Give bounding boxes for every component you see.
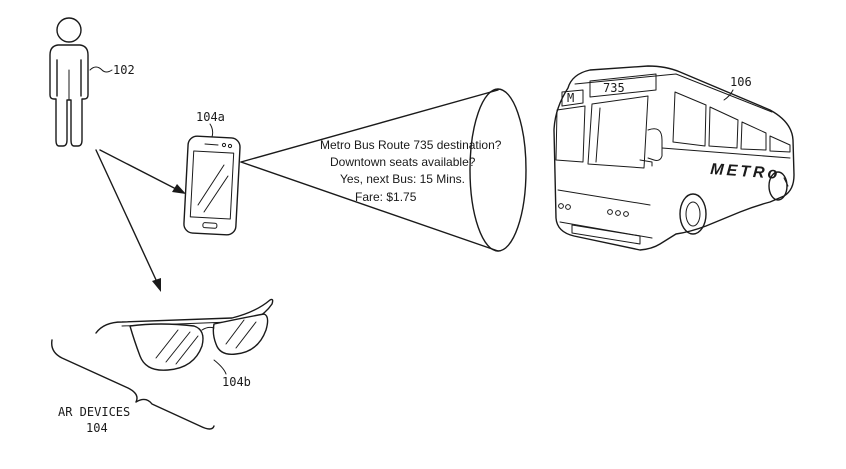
ar-devices-number: 104 <box>86 421 108 435</box>
ar-devices-bracket: AR DEVICES 104 <box>51 339 215 435</box>
arrow-to-glasses <box>95 149 161 292</box>
cone-line-1: Metro Bus Route 735 destination? <box>320 138 502 152</box>
cone-line-4: Fare: $1.75 <box>355 190 417 204</box>
bus-route-letter: M <box>567 91 574 105</box>
bus-route-number: 735 <box>603 81 625 95</box>
bus-side-text: METRo <box>710 161 781 183</box>
glasses-label: 104b <box>222 375 251 389</box>
bus-label: 106 <box>730 75 752 89</box>
sunglasses: 104b <box>95 298 274 389</box>
person-figure: 102 <box>49 17 135 147</box>
bus: 106 M 735 METRo <box>553 65 795 251</box>
info-cone: Metro Bus Route 735 destination? Downtow… <box>240 88 527 252</box>
ar-devices-title: AR DEVICES <box>58 405 130 419</box>
person-label: 102 <box>113 63 135 77</box>
arrow-to-phone <box>99 149 186 194</box>
cone-line-3: Yes, next Bus: 15 Mins. <box>340 172 465 186</box>
cone-line-2: Downtown seats available? <box>330 155 476 169</box>
phone-label: 104a <box>196 110 225 124</box>
smartphone: 104a <box>183 110 241 236</box>
